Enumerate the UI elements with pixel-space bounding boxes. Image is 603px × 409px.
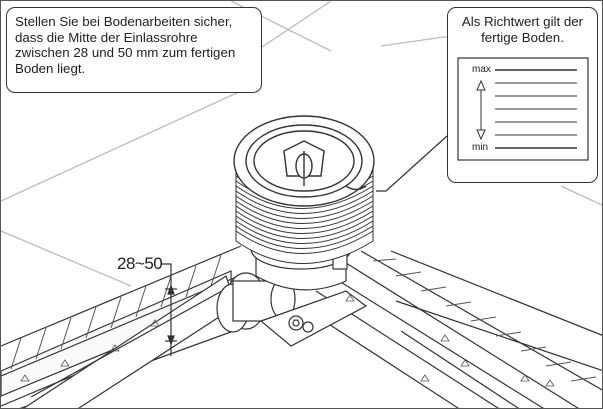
floor-aggregate-specks [20,294,555,387]
instruction-text: Stellen Sie bei Bodenarbeiten sicher, da… [15,14,236,76]
floor-hatch-right [372,258,597,382]
reference-text: Als Richtwert gilt der fertige Boden. [461,14,584,45]
inlet-pipe [22,275,237,408]
base-plate [259,290,368,347]
floor-hatch-left [10,254,222,370]
double-arrow-icon [476,79,486,141]
level-gauge [457,57,589,161]
gauge-min-label: min [472,142,489,153]
pipe-coupling [216,272,296,333]
instruction-callout: Stellen Sie bei Bodenarbeiten sicher, da… [6,7,262,93]
dimension-label: 28~50 [117,254,163,273]
callout-pointer [376,135,448,192]
gauge-max-label: max [472,64,491,75]
top-cap [233,115,375,207]
dimension-marker [161,263,177,356]
